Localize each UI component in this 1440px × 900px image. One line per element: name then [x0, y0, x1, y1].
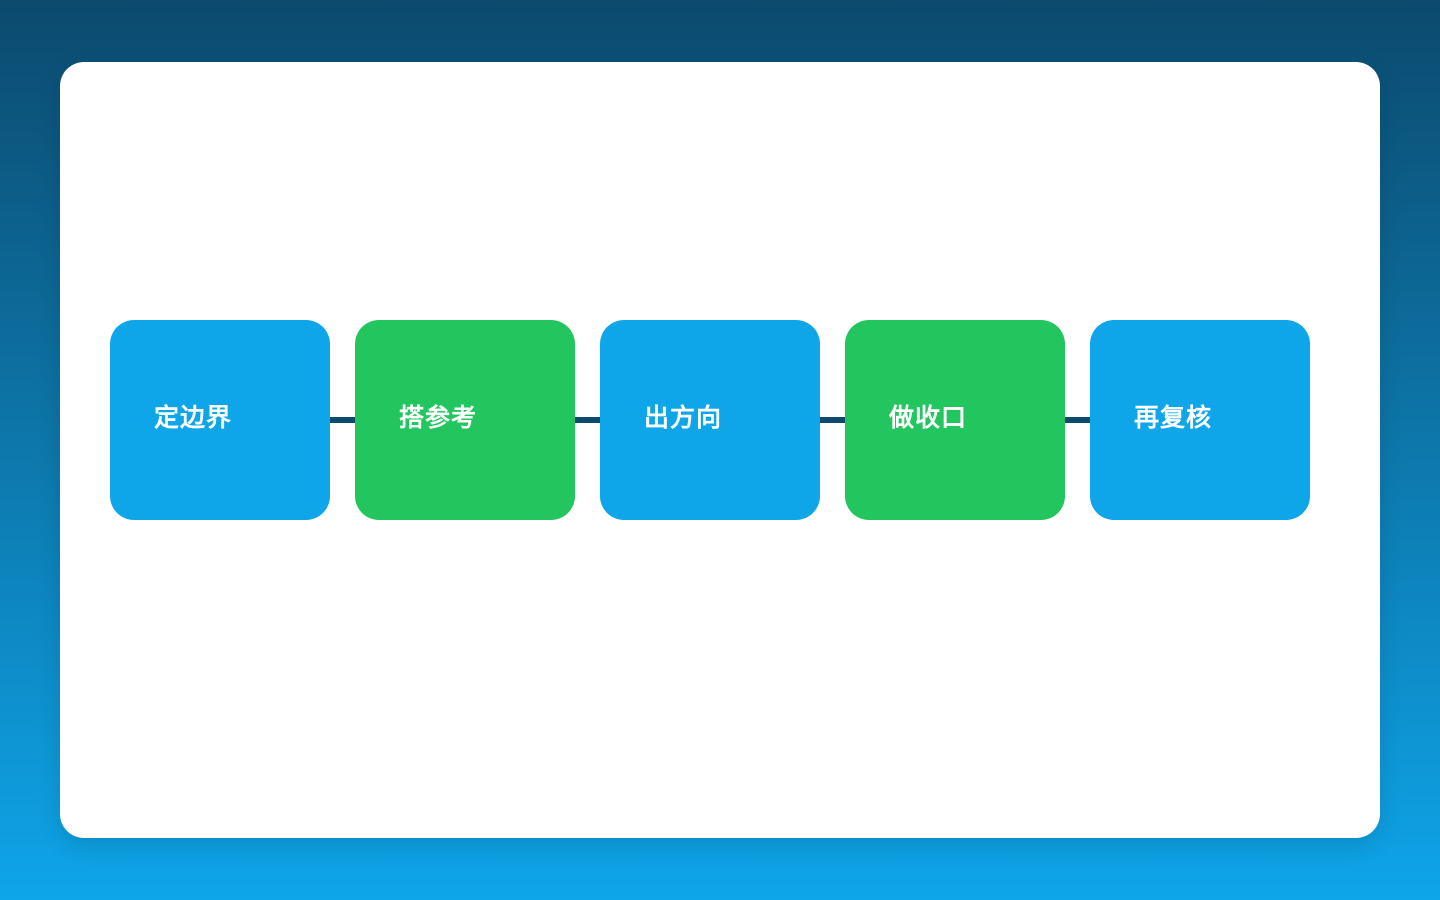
- flow-step-label: 做收口: [889, 404, 968, 432]
- flow-step-label: 定边界: [154, 404, 233, 432]
- flow-step: 出方向: [600, 320, 820, 520]
- flow-step-label: 出方向: [644, 404, 723, 432]
- flow-step: 搭参考: [355, 320, 575, 520]
- flow-connector: [1065, 417, 1090, 423]
- process-flow: 定边界 搭参考 出方向 做收口 再复核: [110, 320, 1310, 520]
- flow-connector: [330, 417, 355, 423]
- flow-step-label: 搭参考: [399, 404, 478, 432]
- flow-connector: [820, 417, 845, 423]
- flow-step-label: 再复核: [1134, 404, 1213, 432]
- flow-step: 做收口: [845, 320, 1065, 520]
- slide-card: 定边界 搭参考 出方向 做收口 再复核: [60, 62, 1380, 838]
- flow-step: 再复核: [1090, 320, 1310, 520]
- flow-step: 定边界: [110, 320, 330, 520]
- flow-connector: [575, 417, 600, 423]
